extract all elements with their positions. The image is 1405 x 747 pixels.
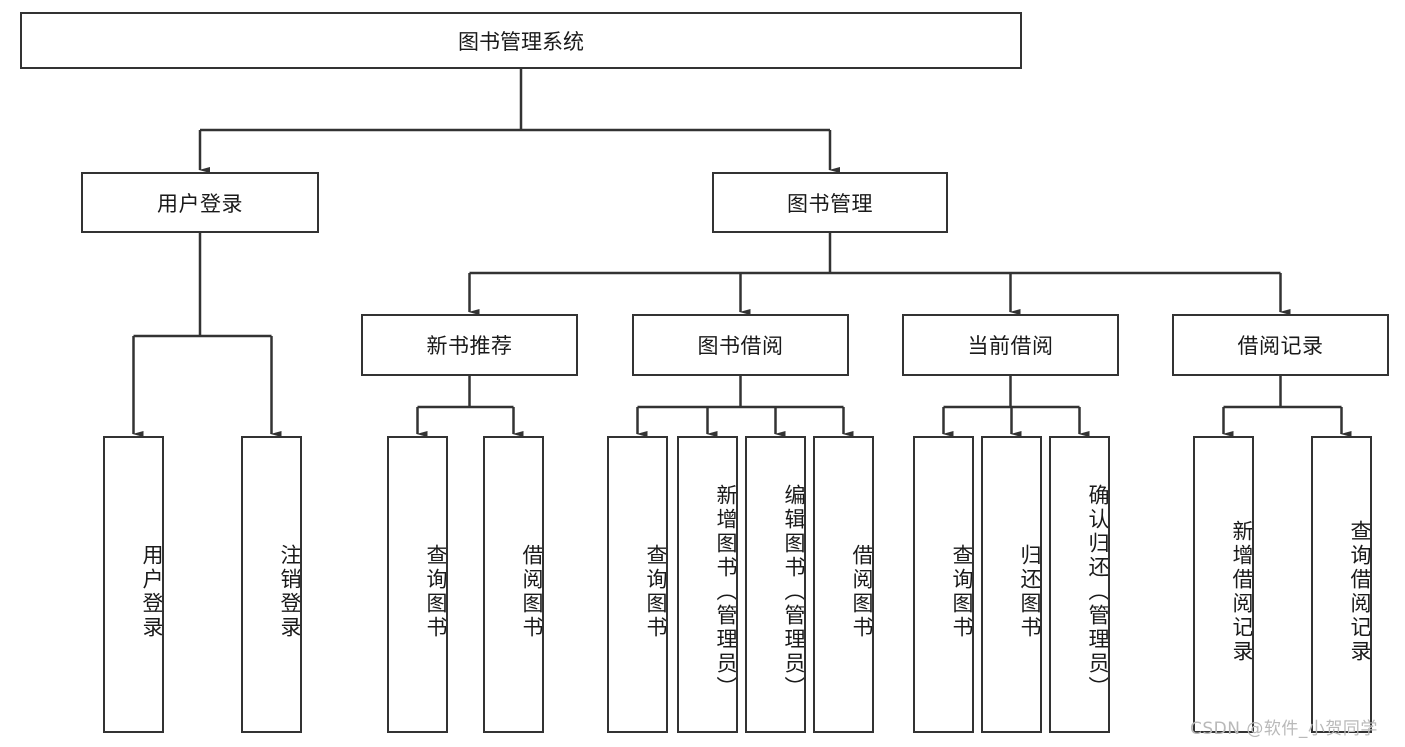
node-label: 图书借阅 [697,334,784,358]
node-current-borrow[interactable]: 当前借阅 [902,314,1119,376]
node-root-system[interactable]: 图书管理系统 [20,12,1022,69]
node-label: 编辑图书（管理员） [782,483,806,700]
node-book-borrow[interactable]: 图书借阅 [632,314,849,376]
node-label: 用户登录 [157,191,243,216]
node-label: 注销登录 [278,543,302,640]
node-borrow-record[interactable]: 借阅记录 [1172,314,1389,376]
node-label: 新增图书（管理员） [714,483,738,700]
node-leaf-confirm-return[interactable]: 确认归还（管理员） [1049,436,1110,733]
node-leaf-add-record[interactable]: 新增借阅记录 [1193,436,1254,733]
node-book-manage[interactable]: 图书管理 [712,172,948,233]
node-label: 确认归还（管理员） [1086,483,1110,700]
node-label: 借阅图书 [850,543,874,640]
node-label: 图书管理 [787,191,873,216]
node-leaf-logout[interactable]: 注销登录 [241,436,302,733]
node-label: 归还图书 [1018,543,1042,640]
node-label: 用户登录 [140,543,164,640]
node-leaf-query-book-2[interactable]: 查询图书 [607,436,668,733]
node-label: 新书推荐 [426,334,513,358]
node-leaf-query-book-3[interactable]: 查询图书 [913,436,974,733]
node-label: 查询图书 [644,543,668,640]
csdn-watermark: CSDN @软件_小贺同学 [1190,719,1378,739]
node-leaf-user-login[interactable]: 用户登录 [103,436,164,733]
node-leaf-query-book-1[interactable]: 查询图书 [387,436,448,733]
node-label: 查询借阅记录 [1348,519,1372,664]
node-leaf-return-book[interactable]: 归还图书 [981,436,1042,733]
node-user-login[interactable]: 用户登录 [81,172,319,233]
node-label: 借阅图书 [520,543,544,640]
node-label: 当前借阅 [967,334,1054,358]
node-new-book-recommend[interactable]: 新书推荐 [361,314,578,376]
node-label: 借阅记录 [1237,334,1324,358]
node-leaf-borrow-book-2[interactable]: 借阅图书 [813,436,874,733]
node-label: 查询图书 [424,543,448,640]
node-label: 新增借阅记录 [1230,519,1254,664]
node-label: 图书管理系统 [458,29,584,54]
node-leaf-borrow-book-1[interactable]: 借阅图书 [483,436,544,733]
node-label: 查询图书 [950,543,974,640]
node-leaf-edit-book[interactable]: 编辑图书（管理员） [745,436,806,733]
node-leaf-add-book[interactable]: 新增图书（管理员） [677,436,738,733]
node-leaf-query-record[interactable]: 查询借阅记录 [1311,436,1372,733]
